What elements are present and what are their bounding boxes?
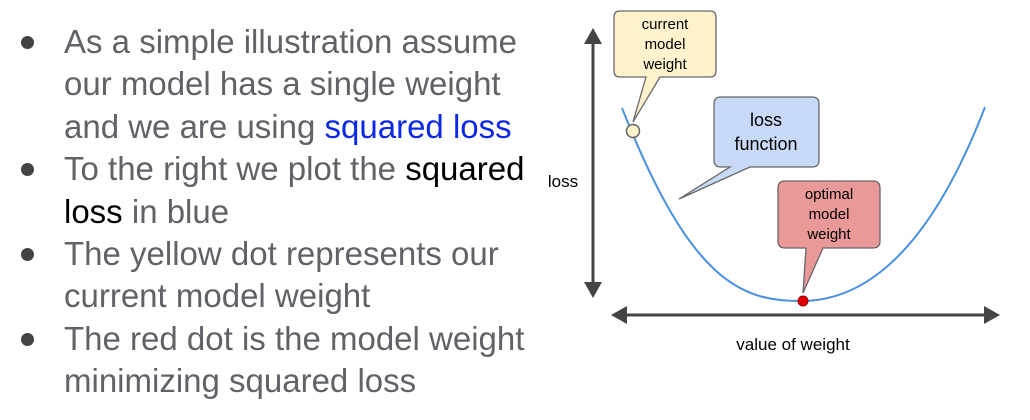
current-weight-callout-line-1: current xyxy=(642,16,690,33)
x-axis-arrowhead-right xyxy=(984,306,1000,324)
bullet-dot xyxy=(21,163,34,177)
optimal-weight-callout-line-2: model xyxy=(809,206,850,223)
current-weight-callout-line-3: weight xyxy=(642,56,687,73)
x-axis-arrowhead-left xyxy=(611,306,627,324)
optimal-weight-callout-line-1: optimal xyxy=(805,186,853,203)
bullet-text: The yellow dot represents our xyxy=(64,235,499,272)
bullet-line: The red dot is the model weight xyxy=(64,319,524,359)
y-axis-arrowhead-bottom xyxy=(584,282,602,298)
bullet-text: As a simple illustration assume xyxy=(64,23,518,60)
bullet-text: To the right we plot the xyxy=(64,150,406,188)
bullet-line: loss in blue xyxy=(64,192,229,232)
bullet-dot xyxy=(21,332,34,346)
bullet-list: As a simple illustration assume our model… xyxy=(21,22,524,401)
bullet-text: our model has a single weight xyxy=(64,65,501,103)
bullet-text: squared loss xyxy=(324,107,512,145)
current-weight-callout xyxy=(613,10,717,123)
bullet-text: minimizing squared loss xyxy=(64,362,417,400)
bullet-text: The red dot is the model weight xyxy=(64,319,525,357)
bullet-line: As a simple illustration assume xyxy=(64,22,517,62)
bullet-text: current model weight xyxy=(64,277,371,315)
loss-function-callout xyxy=(678,96,820,200)
bullet-line: and we are using squared loss xyxy=(64,107,512,147)
loss-diagram: loss value of weight current model weigh… xyxy=(548,10,1000,354)
bullet-line: our model has a single weight xyxy=(64,64,501,104)
bullet-text: squared xyxy=(405,150,525,188)
optimal-weight-dot xyxy=(797,295,809,307)
bullet-text: and we are using xyxy=(64,107,325,145)
current-weight-dot xyxy=(625,123,641,139)
y-axis-label: loss xyxy=(548,172,578,191)
loss-function-callout-line-1: loss xyxy=(750,110,782,130)
bullet-line: The yellow dot represents our xyxy=(64,234,499,274)
bullet-dot xyxy=(21,36,34,49)
bullet-dot xyxy=(21,248,34,261)
loss-function-callout-line-2: function xyxy=(734,134,797,154)
bullet-text: loss xyxy=(64,192,123,230)
bullet-line: current model weight xyxy=(64,276,370,316)
current-weight-callout-line-2: model xyxy=(645,36,686,53)
x-axis-label: value of weight xyxy=(736,335,850,354)
optimal-weight-callout xyxy=(777,180,881,294)
bullet-line: minimizing squared loss xyxy=(64,361,416,401)
bullet-line: To the right we plot the squared xyxy=(64,149,524,189)
y-axis-arrowhead-top xyxy=(584,28,602,44)
optimal-weight-callout-line-3: weight xyxy=(806,226,851,243)
bullet-text: in blue xyxy=(122,192,230,230)
